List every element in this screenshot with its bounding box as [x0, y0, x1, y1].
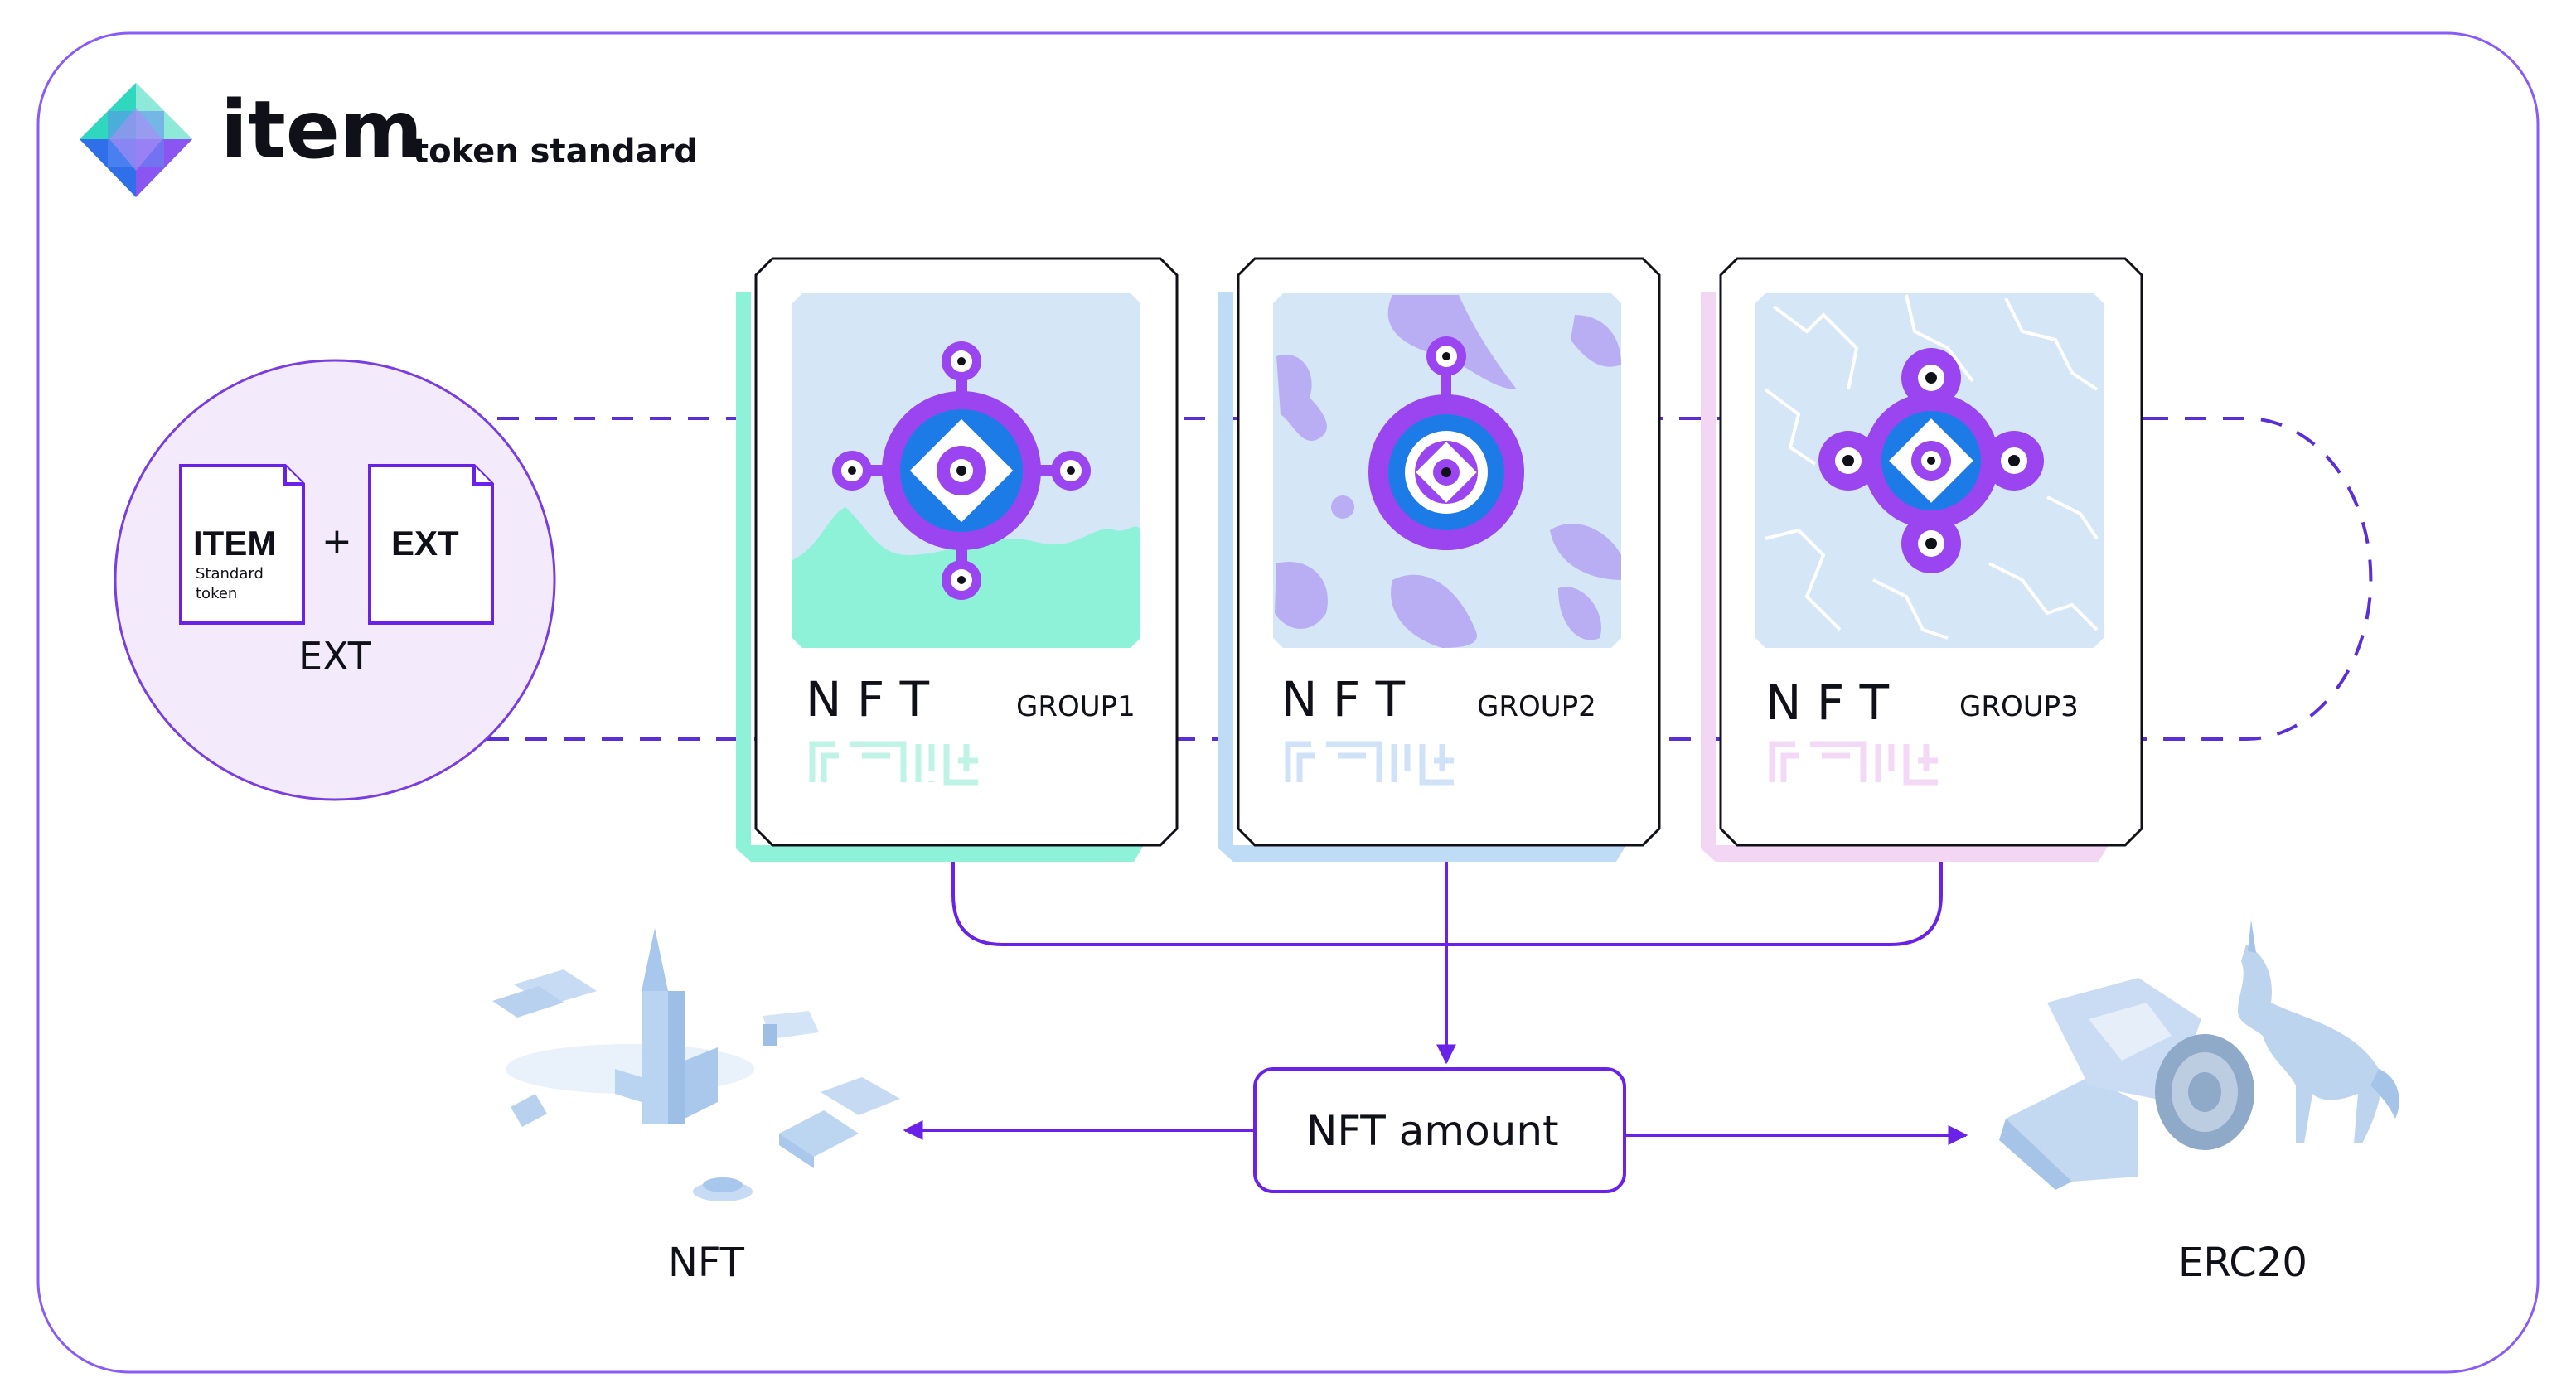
card-nft-label: N F T: [1765, 674, 1890, 731]
card-group-label: GROUP2: [1477, 690, 1596, 723]
card-nft-label: N F T: [806, 671, 930, 728]
plus-sign: +: [322, 520, 352, 563]
card-nft-label: N F T: [1281, 671, 1406, 728]
card-group-label: GROUP3: [1959, 690, 2079, 723]
nft-card-group2: N F T GROUP2: [1218, 257, 1661, 862]
item-logo-icon: [80, 83, 192, 197]
item-doc-sub2: token: [196, 585, 237, 602]
gem-icon: [1368, 336, 1524, 550]
card-art-cracks: [1764, 294, 2099, 640]
output-nft-label: NFT: [668, 1240, 745, 1286]
item-doc-sub1: Standard: [196, 565, 264, 582]
item-document-icon: [179, 464, 305, 625]
ext-doc-title: EXT: [391, 524, 459, 563]
nft-world-illustration: [492, 928, 900, 1201]
item-doc-title: ITEM: [193, 524, 276, 563]
card-glyph-pattern: [1769, 741, 1938, 786]
flow-connectors: [903, 862, 1968, 1145]
card-group-label: GROUP1: [1016, 690, 1135, 723]
gem-icon: [832, 341, 1091, 600]
nft-amount-box: [1253, 1067, 1626, 1193]
ext-caption: EXT: [298, 634, 372, 679]
output-erc20-label: ERC20: [2178, 1240, 2307, 1286]
ext-document-icon: [368, 464, 494, 625]
logo-wordmark: item: [220, 84, 423, 176]
gem-icon: [1818, 348, 2044, 573]
card-glyph-pattern: [1285, 741, 1454, 786]
nft-card-group3: N F T GROUP3: [1701, 257, 2143, 862]
erc20-illustration: [1999, 920, 2399, 1190]
logo-subtitle: token standard: [413, 133, 698, 171]
nft-amount-label: NFT amount: [1306, 1107, 1559, 1155]
card-glyph-pattern: [809, 741, 978, 786]
ext-circle-group: ITEM Standard token + EXT EXT: [114, 359, 556, 801]
nft-card-group1: N F T GROUP1: [736, 257, 1179, 862]
